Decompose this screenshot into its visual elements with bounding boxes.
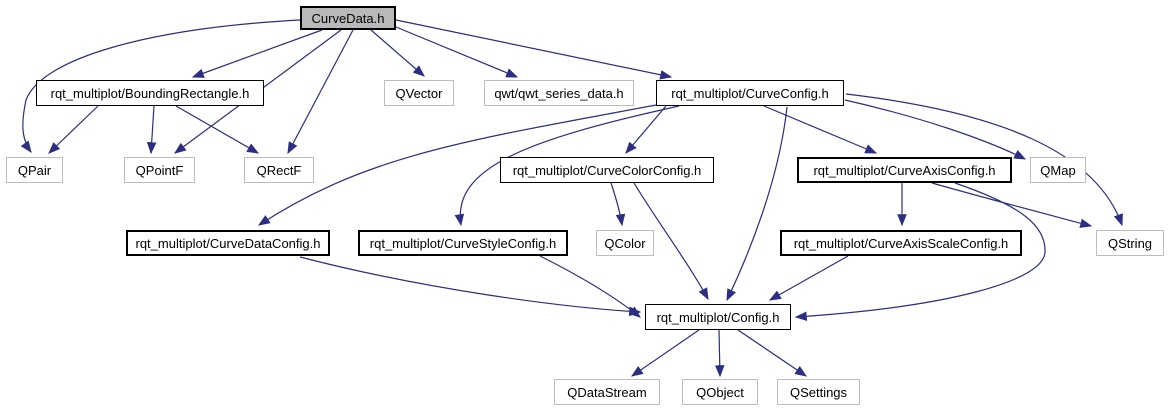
node-qsettings[interactable]: QSettings — [777, 379, 860, 405]
edge-config-qobject — [714, 329, 725, 378]
edge-curvedata-qpair — [20, 19, 301, 153]
edge-curveconfig-qmap — [844, 99, 1027, 160]
node-curveaxisscaleconfig[interactable]: rqt_multiplot/CurveAxisScaleConfig.h — [780, 230, 1022, 256]
node-qwtseriesdata[interactable]: qwt/qwt_series_data.h — [484, 80, 634, 106]
edge-curvecolorconfig-config — [633, 182, 709, 301]
edge-curvedata-curveconfig — [395, 19, 673, 80]
edge-curveconfig-curvedataconfig — [257, 104, 657, 226]
node-qobject[interactable]: QObject — [682, 379, 758, 405]
edge-boundingrectangle-qrectf — [175, 105, 260, 154]
node-curveconfig[interactable]: rqt_multiplot/CurveConfig.h — [656, 80, 844, 106]
node-config[interactable]: rqt_multiplot/Config.h — [645, 304, 791, 330]
node-curvecolorconfig[interactable]: rqt_multiplot/CurveColorConfig.h — [500, 157, 714, 183]
edge-curvedata-boundingrectangle — [191, 29, 323, 78]
edge-curveconfig-config — [726, 106, 788, 302]
node-curvestyleconfig[interactable]: rqt_multiplot/CurveStyleConfig.h — [358, 230, 568, 256]
edge-curveconfig-qstring — [845, 93, 1123, 227]
node-qstring[interactable]: QString — [1096, 230, 1164, 256]
node-curvedataconfig[interactable]: rqt_multiplot/CurveDataConfig.h — [126, 230, 330, 256]
node-boundingrectangle[interactable]: rqt_multiplot/BoundingRectangle.h — [36, 80, 264, 106]
node-qpointf[interactable]: QPointF — [124, 157, 195, 183]
edge-curveaxisscaleconfig-config — [768, 255, 849, 301]
edge-curveaxisconfig-config — [794, 182, 1046, 322]
edge-curvecolorconfig-qcolor — [610, 182, 626, 227]
node-curvedata[interactable]: CurveData.h — [300, 6, 396, 30]
edge-config-qdatastream — [631, 329, 700, 377]
edge-boundingrectangle-qpointf — [146, 105, 157, 155]
node-qmap[interactable]: QMap — [1030, 157, 1086, 183]
edge-curvedata-qrectf — [287, 29, 354, 155]
node-qrectf[interactable]: QRectF — [244, 157, 314, 183]
edge-curveconfig-curvecolorconfig — [625, 105, 667, 154]
edge-curvedata-qvector — [370, 29, 425, 77]
node-curveaxisconfig[interactable]: rqt_multiplot/CurveAxisConfig.h — [797, 157, 1012, 183]
edge-boundingrectangle-qpair — [48, 105, 99, 154]
edge-curveconfig-curvestyleconfig — [454, 105, 680, 227]
node-qpair[interactable]: QPair — [6, 157, 63, 183]
edge-curveconfig-curveaxisconfig — [763, 105, 878, 154]
edge-curveaxisconfig-qstring — [931, 182, 1093, 228]
edge-config-qsettings — [737, 329, 807, 377]
edge-curvedata-qwtseriesdata — [395, 26, 519, 78]
node-qcolor[interactable]: QColor — [596, 230, 654, 256]
node-qvector[interactable]: QVector — [384, 80, 454, 106]
edge-curvedataconfig-config — [299, 256, 642, 317]
node-qdatastream[interactable]: QDataStream — [554, 379, 660, 405]
edge-curvestyleconfig-config — [539, 255, 641, 318]
